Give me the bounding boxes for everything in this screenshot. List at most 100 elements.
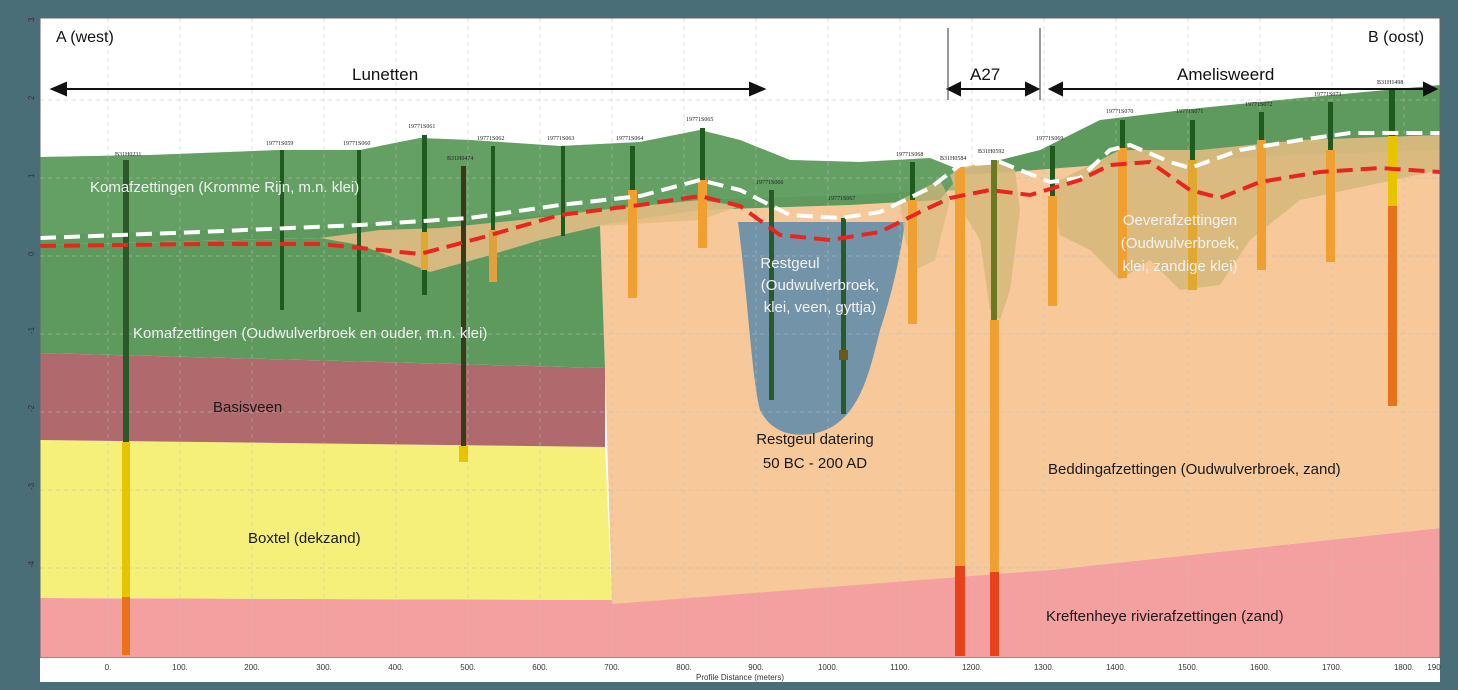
borehole-19771s068 — [910, 162, 915, 208]
borehole-label: 19771S065 — [686, 117, 713, 123]
y-tick: 0 — [27, 251, 36, 256]
borehole-label: 19771S064 — [616, 136, 643, 142]
unit-label-bedding: Beddingafzettingen (Oudwulverbroek, zand… — [1048, 461, 1341, 478]
borehole-19771s073 — [1328, 102, 1333, 154]
borehole-label: B31H1498 — [1377, 80, 1403, 86]
unit-label-restgeul-2: (Oudwulverbroek, — [761, 277, 879, 294]
borehole-19771s064-sand — [628, 190, 637, 298]
borehole-label: B31H0231 — [115, 152, 141, 158]
borehole-b31h0231-mid — [122, 442, 130, 597]
x-tick: 300. — [316, 663, 332, 672]
borehole-b31h0584 — [955, 166, 965, 566]
borehole-b31h0592-base — [990, 572, 999, 656]
borehole-b31h0474-base — [459, 446, 468, 462]
dating-label-2: 50 BC - 200 AD — [763, 455, 867, 472]
x-tick: 1100. — [890, 663, 909, 672]
plot-area: B31H0231 19771S059 19771S060 19771S061 B… — [39, 17, 1441, 659]
unit-label-boxtel: Boxtel (dekzand) — [248, 530, 361, 547]
unit-label-restgeul-3: klei, veen, gyttja) — [764, 299, 877, 316]
x-tick: 1300. — [1034, 663, 1054, 672]
borehole-label: B31H0474 — [447, 156, 473, 162]
borehole-19771s072 — [1259, 112, 1264, 146]
borehole-19771s063 — [561, 146, 565, 236]
y-tick: 3 — [27, 17, 36, 22]
borehole-label: B31H0584 — [940, 156, 966, 162]
unit-label-basisveen: Basisveen — [213, 399, 282, 416]
borehole-19771s066 — [769, 190, 774, 400]
borehole-b31h0474 — [461, 166, 466, 456]
borehole-label: 19771S070 — [1106, 109, 1133, 115]
zone-label-amelisweerd: Amelisweerd — [1177, 65, 1274, 84]
boxtel-unit — [40, 440, 612, 600]
x-tick: 400. — [388, 663, 404, 672]
zone-label-lunetten: Lunetten — [352, 65, 418, 84]
borehole-b31h0592 — [991, 160, 997, 320]
corner-label-west: A (west) — [56, 29, 114, 46]
borehole-19771s071 — [1190, 120, 1195, 168]
x-tick: 900. — [748, 663, 764, 672]
borehole-label: 19771S063 — [547, 136, 574, 142]
unit-label-oever-2: (Oudwulverbroek, — [1121, 235, 1239, 252]
y-tick: -3 — [27, 482, 36, 490]
a27-fill-unit — [950, 160, 1020, 320]
y-tick: -4 — [27, 560, 36, 568]
borehole-19771s071-sand — [1188, 160, 1197, 290]
borehole-label: 19771S067 — [828, 196, 855, 202]
borehole-b31h1498 — [1389, 90, 1395, 140]
unit-label-kom-oudwulverbroek: Komafzettingen (Oudwulverbroek en ouder,… — [133, 325, 487, 342]
borehole-label: 19771S069 — [1036, 136, 1063, 142]
borehole-label: 19771S059 — [266, 141, 293, 147]
x-tick: 1000. — [818, 663, 838, 672]
restgeul-unit — [738, 222, 905, 435]
borehole-b31h0592-sand — [990, 320, 999, 572]
borehole-19771s060 — [357, 150, 361, 312]
x-axis: 0. 100. 200. 300. 400. 500. 600. 700. 80… — [40, 658, 1441, 682]
borehole-19771s061 — [422, 135, 427, 295]
surface-boundary-line — [39, 131, 1440, 240]
base-boundary-line — [39, 159, 1441, 257]
unit-label-kromme-rijn: Komafzettingen (Kromme Rijn, m.n. klei) — [90, 179, 359, 196]
unit-label-oever-3: klei, zandige klei) — [1122, 258, 1237, 275]
x-tick: 700. — [604, 663, 620, 672]
borehole-19771s069-sand — [1048, 196, 1057, 306]
borehole-19771s067 — [841, 218, 846, 414]
dating-label-1: Restgeul datering — [756, 431, 874, 448]
unit-label-kreftenheye: Kreftenheye rivierafzettingen (zand) — [1046, 608, 1284, 625]
borehole-19771s067-peat — [839, 350, 848, 360]
y-axis: 3 2 1 0 -1 -2 -3 -4 — [27, 17, 36, 568]
borehole-label: B31H0592 — [978, 149, 1004, 155]
borehole-19771s064 — [630, 146, 635, 206]
borehole-label: 19771S071 — [1176, 109, 1203, 115]
x-tick: 500. — [460, 663, 476, 672]
x-tick: 1700. — [1322, 663, 1342, 672]
x-tick: 200. — [244, 663, 260, 672]
borehole-19771s065 — [700, 128, 705, 188]
borehole-label: 19771S066 — [756, 180, 783, 186]
borehole-label: 19771S072 — [1245, 102, 1272, 108]
x-tick: 1400. — [1106, 663, 1126, 672]
x-tick: 1200. — [962, 663, 982, 672]
x-tick: 100. — [172, 663, 188, 672]
borehole-19771s065-sand — [698, 180, 707, 248]
unit-label-restgeul-1: Restgeul — [760, 255, 819, 272]
unit-label-oever-1: Oeverafzettingen — [1123, 212, 1237, 229]
x-tick: 800. — [676, 663, 692, 672]
y-tick: -2 — [27, 404, 36, 412]
y-tick: 1 — [27, 173, 36, 178]
borehole-19771s073-sand — [1326, 150, 1335, 262]
x-tick: 1500. — [1178, 663, 1198, 672]
kom-upper-tint — [40, 130, 960, 235]
x-axis-band — [40, 658, 1440, 682]
y-tick: 2 — [27, 95, 36, 100]
borehole-labels: B31H0231 19771S059 19771S060 19771S061 B… — [115, 80, 1403, 202]
borehole-b31h1498-base — [1388, 206, 1397, 406]
x-tick: 600. — [532, 663, 548, 672]
borehole-label: 19771S068 — [896, 152, 923, 158]
x-axis-label: Profile Distance (meters) — [696, 673, 784, 682]
borehole-19771s062 — [491, 146, 495, 246]
oever-east-unit — [1050, 135, 1440, 290]
x-tick: 190 — [1427, 663, 1441, 672]
borehole-label: 19771S061 — [408, 124, 435, 130]
borehole-19771s069 — [1050, 146, 1055, 200]
